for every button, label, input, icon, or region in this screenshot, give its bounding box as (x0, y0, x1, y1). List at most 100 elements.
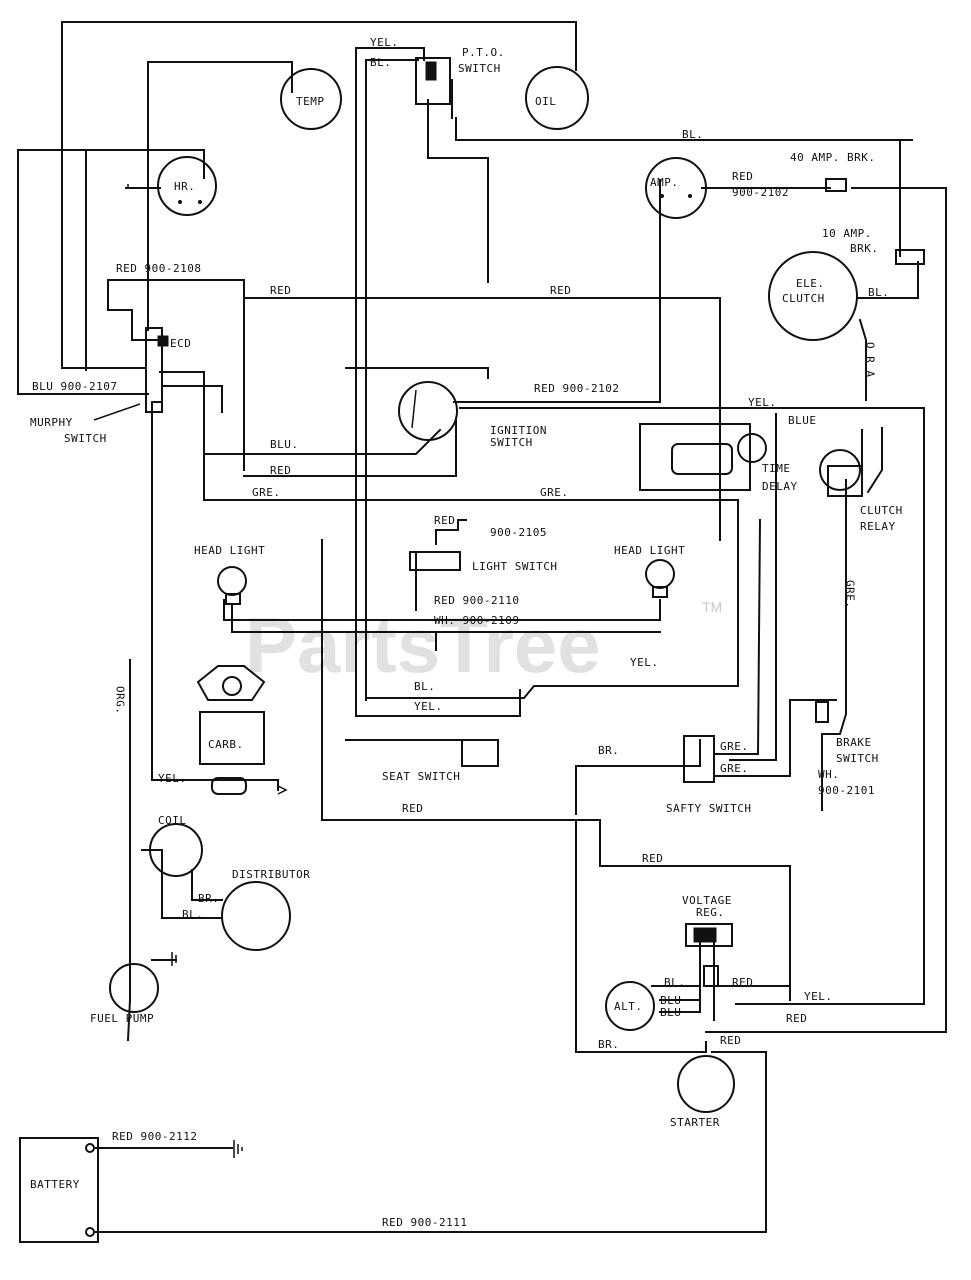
wire-yel-seat: YEL. (414, 700, 443, 713)
wire-red-2102: RED 900-2102 (534, 382, 619, 395)
wire-wh-2101-1: WH. (818, 768, 839, 781)
oil-label: OIL (535, 95, 556, 108)
wire-bl-mid: BL. (414, 680, 435, 693)
wire-blu-ign: BLU. (270, 438, 299, 451)
murphy-label-2: SWITCH (64, 432, 107, 445)
murphy-label-1: MURPHY (30, 416, 73, 429)
starter: STARTER (670, 1055, 735, 1129)
wire-gre-left: GRE. (252, 486, 281, 499)
coil-label: COIL (158, 814, 187, 827)
head-light-left-label: HEAD LIGHT (194, 544, 265, 557)
wire-red-ign: RED (270, 464, 291, 477)
wire-org-left-v: ORG. (114, 686, 127, 715)
wire-blu-alt-1: BLU (660, 994, 681, 1007)
battery-label: BATTERY (30, 1178, 80, 1191)
head-light-right: HEAD LIGHT (614, 544, 685, 598)
breaker-10amp: 10 AMP. BRK. (822, 227, 925, 265)
oil-gauge: OIL (525, 66, 589, 130)
starter-label: STARTER (670, 1116, 720, 1129)
wire-red-bottom: RED (402, 802, 423, 815)
ignition-switch: IGNITION SWITCH (398, 381, 547, 449)
wires (17, 21, 947, 1233)
breaker-40amp: 40 AMP. BRK. (790, 151, 875, 192)
wire-yel-relay: YEL. (748, 396, 777, 409)
ignition-coil: COIL (149, 814, 203, 877)
seat-switch-label: SEAT SWITCH (382, 770, 460, 783)
ground-symbols (127, 184, 288, 1158)
amp-label: AMP. (650, 176, 679, 189)
time-delay-label-2: DELAY (762, 480, 798, 493)
wire-wh-2101-2: 900-2101 (818, 784, 875, 797)
wire-yel-mid: YEL. (630, 656, 659, 669)
wire-bl-pto: BL. (370, 56, 391, 69)
time-delay-label-1: TIME (762, 462, 791, 475)
temp-gauge: TEMP (280, 68, 342, 130)
wire-bl-top: BL. (682, 128, 703, 141)
murphy-switch: ECD MURPHY SWITCH (30, 327, 191, 445)
wire-gre-safety-2: GRE. (720, 762, 749, 775)
fuel-pump: FUEL PUMP (90, 963, 159, 1025)
wire-wh-2109: WH. 900-2109 (434, 614, 519, 627)
seat-switch: SEAT SWITCH (382, 739, 499, 783)
breaker-40-label: 40 AMP. BRK. (790, 151, 875, 164)
wire-red-2110: RED 900-2110 (434, 594, 519, 607)
wire-bl-dist: BL. (182, 908, 203, 921)
wire-yel-pto: YEL. (370, 36, 399, 49)
carburetor: CARB. (196, 665, 266, 795)
wire-red-2112: RED 900-2112 (112, 1130, 197, 1143)
ignition-label-1: IGNITION (490, 424, 547, 437)
voltage-reg-label-1: VOLTAGE (682, 894, 732, 907)
alternator: ALT. (605, 981, 655, 1031)
head-light-right-label: HEAD LIGHT (614, 544, 685, 557)
wire-red-alt: RED (732, 976, 753, 989)
clutch-relay-label-1: CLUTCH (860, 504, 903, 517)
breaker-10-label-1: 10 AMP. (822, 227, 872, 240)
breaker-10-label-2: BRK. (850, 242, 879, 255)
safety-switch-label: SAFTY SWITCH (666, 802, 751, 815)
wire-gre-safety-1: GRE. (720, 740, 749, 753)
wire-red-starter: RED (720, 1034, 741, 1047)
wire-red-2111: RED 900-2111 (382, 1216, 467, 1229)
clutch-relay-label-2: RELAY (860, 520, 896, 533)
wire-red-alt-2: RED (786, 1012, 807, 1025)
voltage-regulator: VOLTAGE REG. (682, 894, 733, 987)
clutch-relay: CLUTCH RELAY (819, 449, 903, 533)
voltage-reg-label-2: REG. (696, 906, 725, 919)
wire-yel-alt: YEL. (804, 990, 833, 1003)
watermark: PartsTree (245, 601, 601, 689)
hour-meter: HR. (157, 156, 217, 216)
wire-br-dist: BR. (198, 892, 219, 905)
pto-switch-label-1: P.T.O. (462, 46, 505, 59)
fuel-pump-label: FUEL PUMP (90, 1012, 154, 1025)
wire-bl-clutch: BL. (868, 286, 889, 299)
light-switch-label: LIGHT SWITCH (472, 560, 557, 573)
wire-red-mid: RED (550, 284, 571, 297)
wire-blu-2107: BLU 900-2107 (32, 380, 117, 393)
distributor: DISTRIBUTOR (221, 868, 310, 951)
ele-clutch-label-1: ELE. (796, 277, 825, 290)
carb-label: CARB. (208, 738, 244, 751)
wire-red-2108: RED 900-2108 (116, 262, 201, 275)
murphy-ecd: ECD (170, 337, 191, 350)
pto-switch-label-2: SWITCH (458, 62, 501, 75)
wire-br-safety: BR. (598, 744, 619, 757)
wire-gre-relay-v: GRE. (844, 580, 857, 609)
wire-blu-alt-2: BLU (660, 1006, 681, 1019)
wire-br-starter: BR. (598, 1038, 619, 1051)
battery: BATTERY (19, 1137, 99, 1243)
safety-switch: SAFTY SWITCH (666, 735, 751, 815)
brake-switch-label-2: SWITCH (836, 752, 879, 765)
ele-clutch-label-2: CLUTCH (782, 292, 825, 305)
wire-red-reg: RED (642, 852, 663, 865)
wire-labels: YEL. BL. BL. RED 900-2102 RED 900-2108 R… (32, 36, 889, 1229)
wire-blue-relay: BLUE (788, 414, 817, 427)
pto-switch: P.T.O. SWITCH (415, 46, 505, 105)
electric-clutch: ELE. CLUTCH (768, 251, 858, 341)
wire-red-amp-1: RED (732, 170, 753, 183)
wire-or-vertical: O R A (864, 342, 877, 378)
amp-gauge: AMP. (645, 157, 707, 219)
wire-red-left: RED (270, 284, 291, 297)
brake-switch-label-1: BRAKE (836, 736, 872, 749)
wire-red-amp-2: 900-2102 (732, 186, 789, 199)
